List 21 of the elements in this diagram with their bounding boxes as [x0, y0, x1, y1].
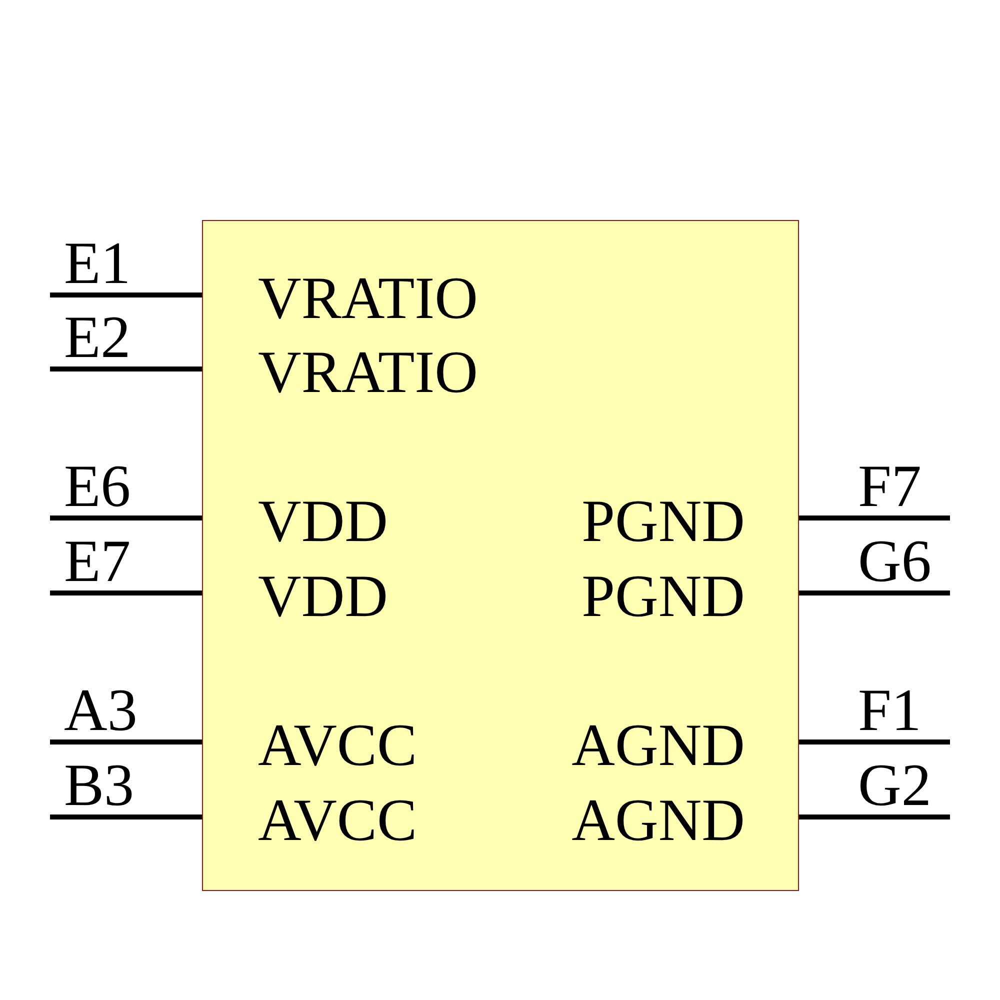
pin-number: G6	[858, 531, 932, 591]
pin-name: PGND	[582, 566, 745, 626]
pin-name: AGND	[572, 790, 745, 850]
pin-number: F7	[858, 456, 922, 516]
pin-number: E2	[64, 307, 131, 367]
pin-number: G2	[858, 755, 932, 815]
pin-number: B3	[64, 755, 134, 815]
pin-number: E1	[64, 233, 131, 293]
pin-name: AVCC	[258, 790, 417, 850]
pin-name: VRATIO	[258, 342, 478, 402]
pin-name: VRATIO	[258, 268, 478, 328]
pin-number: A3	[64, 680, 138, 740]
chip-body	[202, 220, 799, 891]
pin-number: E6	[64, 456, 131, 516]
pin-name: AVCC	[258, 715, 417, 775]
pin-name: AGND	[572, 715, 745, 775]
pin-name: VDD	[258, 491, 388, 551]
pin-name: PGND	[582, 491, 745, 551]
pin-name: VDD	[258, 566, 388, 626]
pin-number: E7	[64, 531, 131, 591]
pin-number: F1	[858, 680, 922, 740]
